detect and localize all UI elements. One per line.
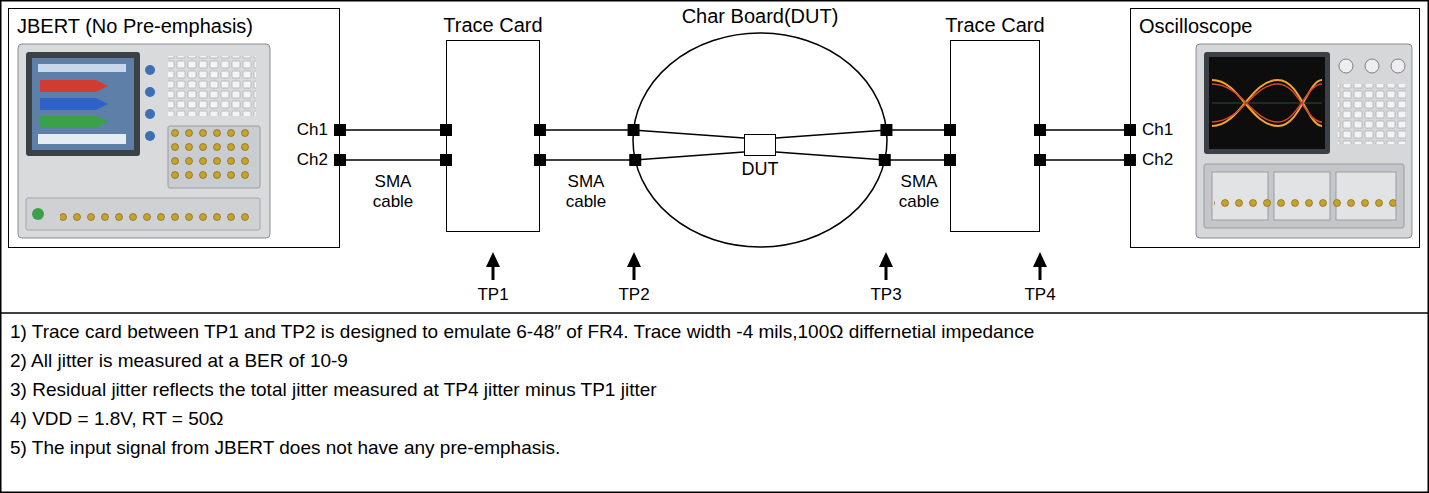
trace-card: Trace Card xyxy=(950,40,1040,232)
screen xyxy=(32,58,134,150)
screen-bezel xyxy=(1204,52,1330,154)
soft-key xyxy=(145,109,155,119)
test-point-label: TP1 xyxy=(477,285,508,305)
note-text: 2) All jitter is measured at a BER of 10… xyxy=(10,350,348,373)
note-text: 1) Trace card between TP1 and TP2 is des… xyxy=(10,321,1034,344)
test-point-arrow xyxy=(486,252,500,267)
sma-connector xyxy=(886,129,950,131)
sma-connector xyxy=(1040,129,1130,131)
screen-arrow xyxy=(40,116,108,128)
eye-trace xyxy=(1212,80,1322,126)
test-point-label: TP2 xyxy=(618,285,649,305)
knob xyxy=(1391,59,1405,73)
node-heading: Char Board(DUT) xyxy=(682,5,839,28)
test-point-label: TP4 xyxy=(1024,285,1055,305)
channel-label: Ch2 xyxy=(1142,150,1173,170)
node-heading: Trace Card xyxy=(945,14,1044,37)
keypad xyxy=(168,56,256,116)
sma-connector xyxy=(540,129,634,131)
terminal-square xyxy=(1034,154,1046,166)
front-strip xyxy=(26,198,260,230)
note-text: 5) The input signal from JBERT does not … xyxy=(10,437,560,460)
module-bay xyxy=(1204,164,1404,228)
board-wire xyxy=(776,152,886,160)
connector-panel xyxy=(168,126,260,188)
screen-bezel xyxy=(26,52,140,156)
instrument-box: Oscilloscope xyxy=(1130,8,1420,248)
cable-label: SMA cable xyxy=(365,172,421,211)
power-button xyxy=(32,208,44,220)
eye-trace xyxy=(1212,84,1322,122)
node-heading: JBERT (No Pre-emphasis) xyxy=(17,15,253,38)
sma-connector xyxy=(885,159,950,161)
sma-connector xyxy=(1040,159,1130,161)
graticule xyxy=(1212,103,1322,104)
instrument-body xyxy=(18,44,270,238)
char-board: Char Board(DUT)DUT xyxy=(632,32,888,248)
dut-box: DUT xyxy=(744,134,776,156)
board-wire xyxy=(634,152,744,160)
cable-label: SMA cable xyxy=(891,172,947,211)
node-heading: Oscilloscope xyxy=(1139,15,1252,38)
notes-divider xyxy=(1,312,1429,314)
knob xyxy=(1339,59,1353,73)
soft-key xyxy=(145,65,155,75)
board-wire xyxy=(633,130,744,138)
knob xyxy=(1365,59,1379,73)
sma-connector xyxy=(540,159,635,161)
terminal-square xyxy=(534,154,546,166)
eye-trace xyxy=(1212,80,1322,126)
screen-arrow xyxy=(40,98,108,110)
soft-key xyxy=(145,131,155,141)
test-point-arrow xyxy=(633,266,636,280)
test-point-arrow xyxy=(492,266,495,280)
instrument-body xyxy=(1196,44,1412,238)
test-point-label: TP3 xyxy=(870,285,901,305)
eye-trace xyxy=(1212,84,1322,122)
note-text: 3) Residual jitter reflects the total ji… xyxy=(10,379,657,402)
test-point-arrow xyxy=(1039,266,1042,280)
keypad xyxy=(1338,84,1406,144)
test-point-arrow xyxy=(879,252,893,267)
terminal-square xyxy=(1034,124,1046,136)
screen-arrow xyxy=(40,80,108,92)
test-point-arrow xyxy=(885,266,888,280)
sma-connector xyxy=(340,159,446,161)
channel-label: Ch1 xyxy=(1142,120,1173,140)
soft-key xyxy=(145,87,155,97)
front-jacks xyxy=(60,207,250,221)
terminal-square xyxy=(534,124,546,136)
channel-label: Ch1 xyxy=(297,120,328,140)
test-point-arrow xyxy=(1033,252,1047,267)
terminal-square xyxy=(334,124,346,136)
trace-card: Trace Card xyxy=(446,40,540,232)
screen-bar xyxy=(38,134,126,144)
screen-bar xyxy=(38,64,126,72)
part-label: DUT xyxy=(742,159,779,180)
instrument-box: JBERT (No Pre-emphasis) xyxy=(8,8,340,248)
screen xyxy=(1209,57,1325,149)
channel-label: Ch2 xyxy=(297,150,328,170)
test-point-arrow xyxy=(627,252,641,267)
cable-label: SMA cable xyxy=(558,172,614,211)
connector-jacks xyxy=(170,128,254,184)
board-wire xyxy=(776,130,887,138)
terminal-square xyxy=(334,154,346,166)
module-jacks xyxy=(1214,196,1396,210)
board-outline xyxy=(633,33,887,247)
node-heading: Trace Card xyxy=(443,14,542,37)
sma-connector xyxy=(340,129,446,131)
note-text: 4) VDD = 1.8V, RT = 50Ω xyxy=(10,408,223,431)
